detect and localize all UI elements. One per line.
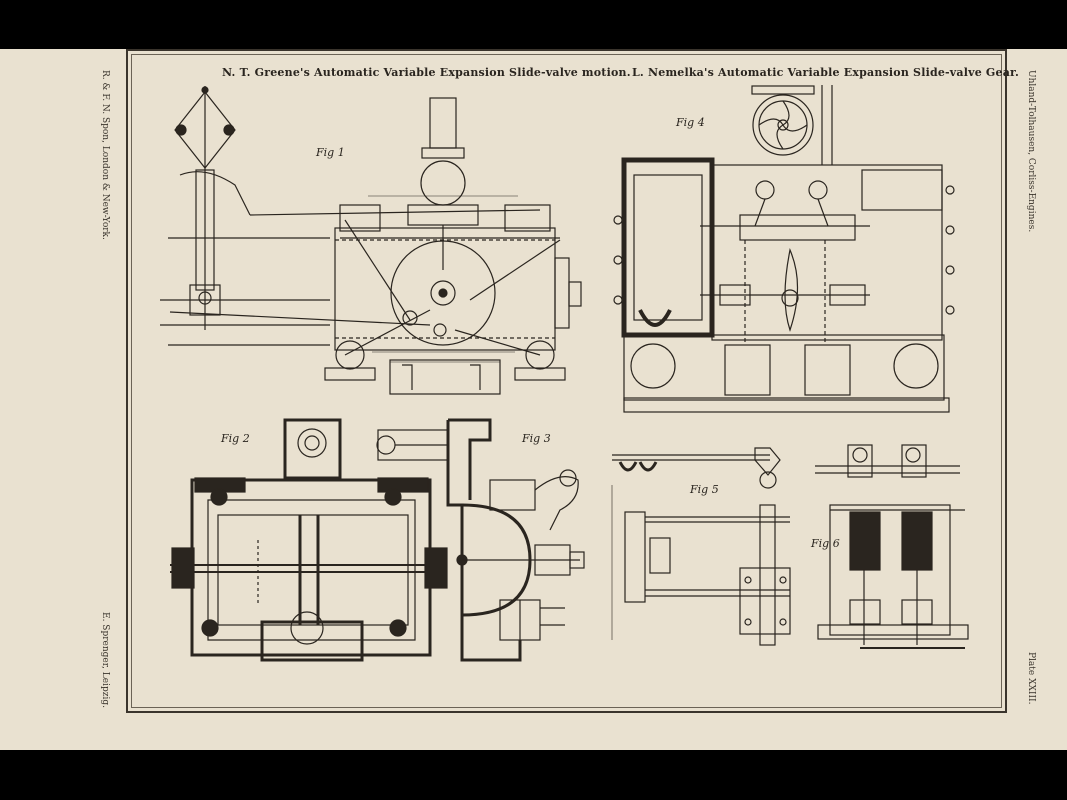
fig-4-drawing bbox=[613, 85, 955, 413]
fig-3-label: Fig 3 bbox=[522, 432, 551, 445]
fig-5-drawing bbox=[611, 447, 791, 646]
title-greene: N. T. Greene's Automatic Variable Expans… bbox=[222, 66, 631, 79]
fig-2-drawing bbox=[170, 418, 448, 662]
fig-6-drawing bbox=[815, 444, 969, 649]
fig-1-label: Fig 1 bbox=[316, 146, 345, 159]
fig-5-label: Fig 5 bbox=[690, 483, 719, 496]
fig-2-label: Fig 2 bbox=[221, 432, 250, 445]
fig-6-label: Fig 6 bbox=[811, 537, 840, 550]
plate-frame bbox=[126, 49, 1007, 713]
fig-1-drawing bbox=[160, 86, 582, 395]
fig-3-drawing bbox=[376, 418, 585, 662]
title-nemelka: L. Nemelka's Automatic Variable Expansio… bbox=[632, 66, 1020, 79]
fig-4-label: Fig 4 bbox=[676, 116, 705, 129]
